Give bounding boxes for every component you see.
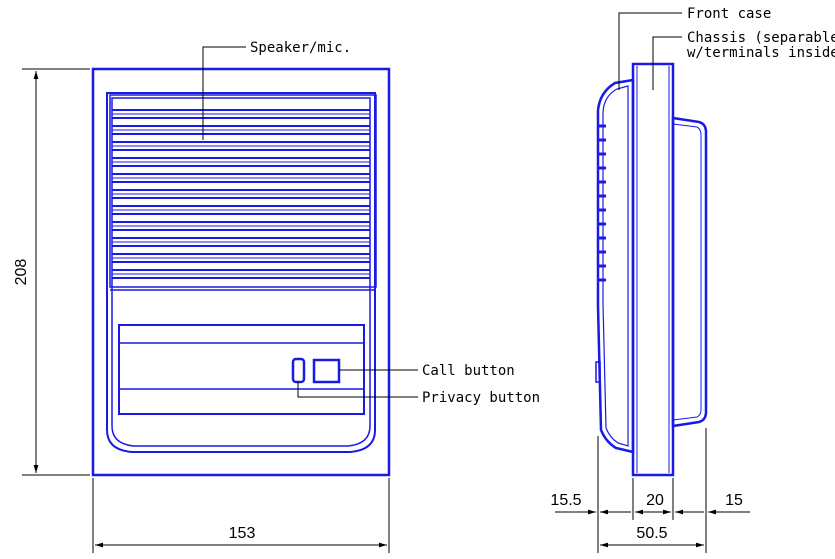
- outer-case: [91, 67, 391, 477]
- speaker-leader: [202, 46, 246, 140]
- front-dimension: 15.5: [550, 492, 581, 509]
- back-box: [671, 116, 708, 428]
- chassis-label-line2: w/terminals inside): [687, 45, 835, 61]
- face-plate: [106, 92, 376, 453]
- chassis-label-line1: Chassis (separable: [687, 30, 835, 46]
- chassis: [631, 62, 675, 477]
- middle-dimension: 20: [646, 492, 664, 509]
- speaker-label: Speaker/mic.: [250, 40, 351, 56]
- privacy-button[interactable]: [291, 357, 306, 384]
- front-view: Speaker/mic. Call button Privacy button …: [13, 40, 540, 553]
- face-plate-inner: [111, 97, 371, 447]
- button-panel: [118, 324, 365, 415]
- width-dimension: 153: [229, 525, 256, 542]
- front-case-leader: [618, 12, 682, 90]
- front-case-label: Front case: [687, 6, 771, 22]
- privacy-button-label: Privacy button: [422, 390, 540, 406]
- depth-dimension: 50.5: [636, 525, 667, 542]
- back-dimension: 15: [725, 492, 743, 509]
- call-button-label: Call button: [422, 363, 515, 379]
- height-dimension: 208: [13, 259, 30, 286]
- side-view: Front case Chassis (separable w/terminal…: [550, 6, 835, 553]
- call-button[interactable]: [312, 358, 341, 384]
- chassis-leader: [652, 36, 682, 90]
- speaker-grille: [109, 94, 377, 288]
- privacy-leader: [297, 382, 418, 398]
